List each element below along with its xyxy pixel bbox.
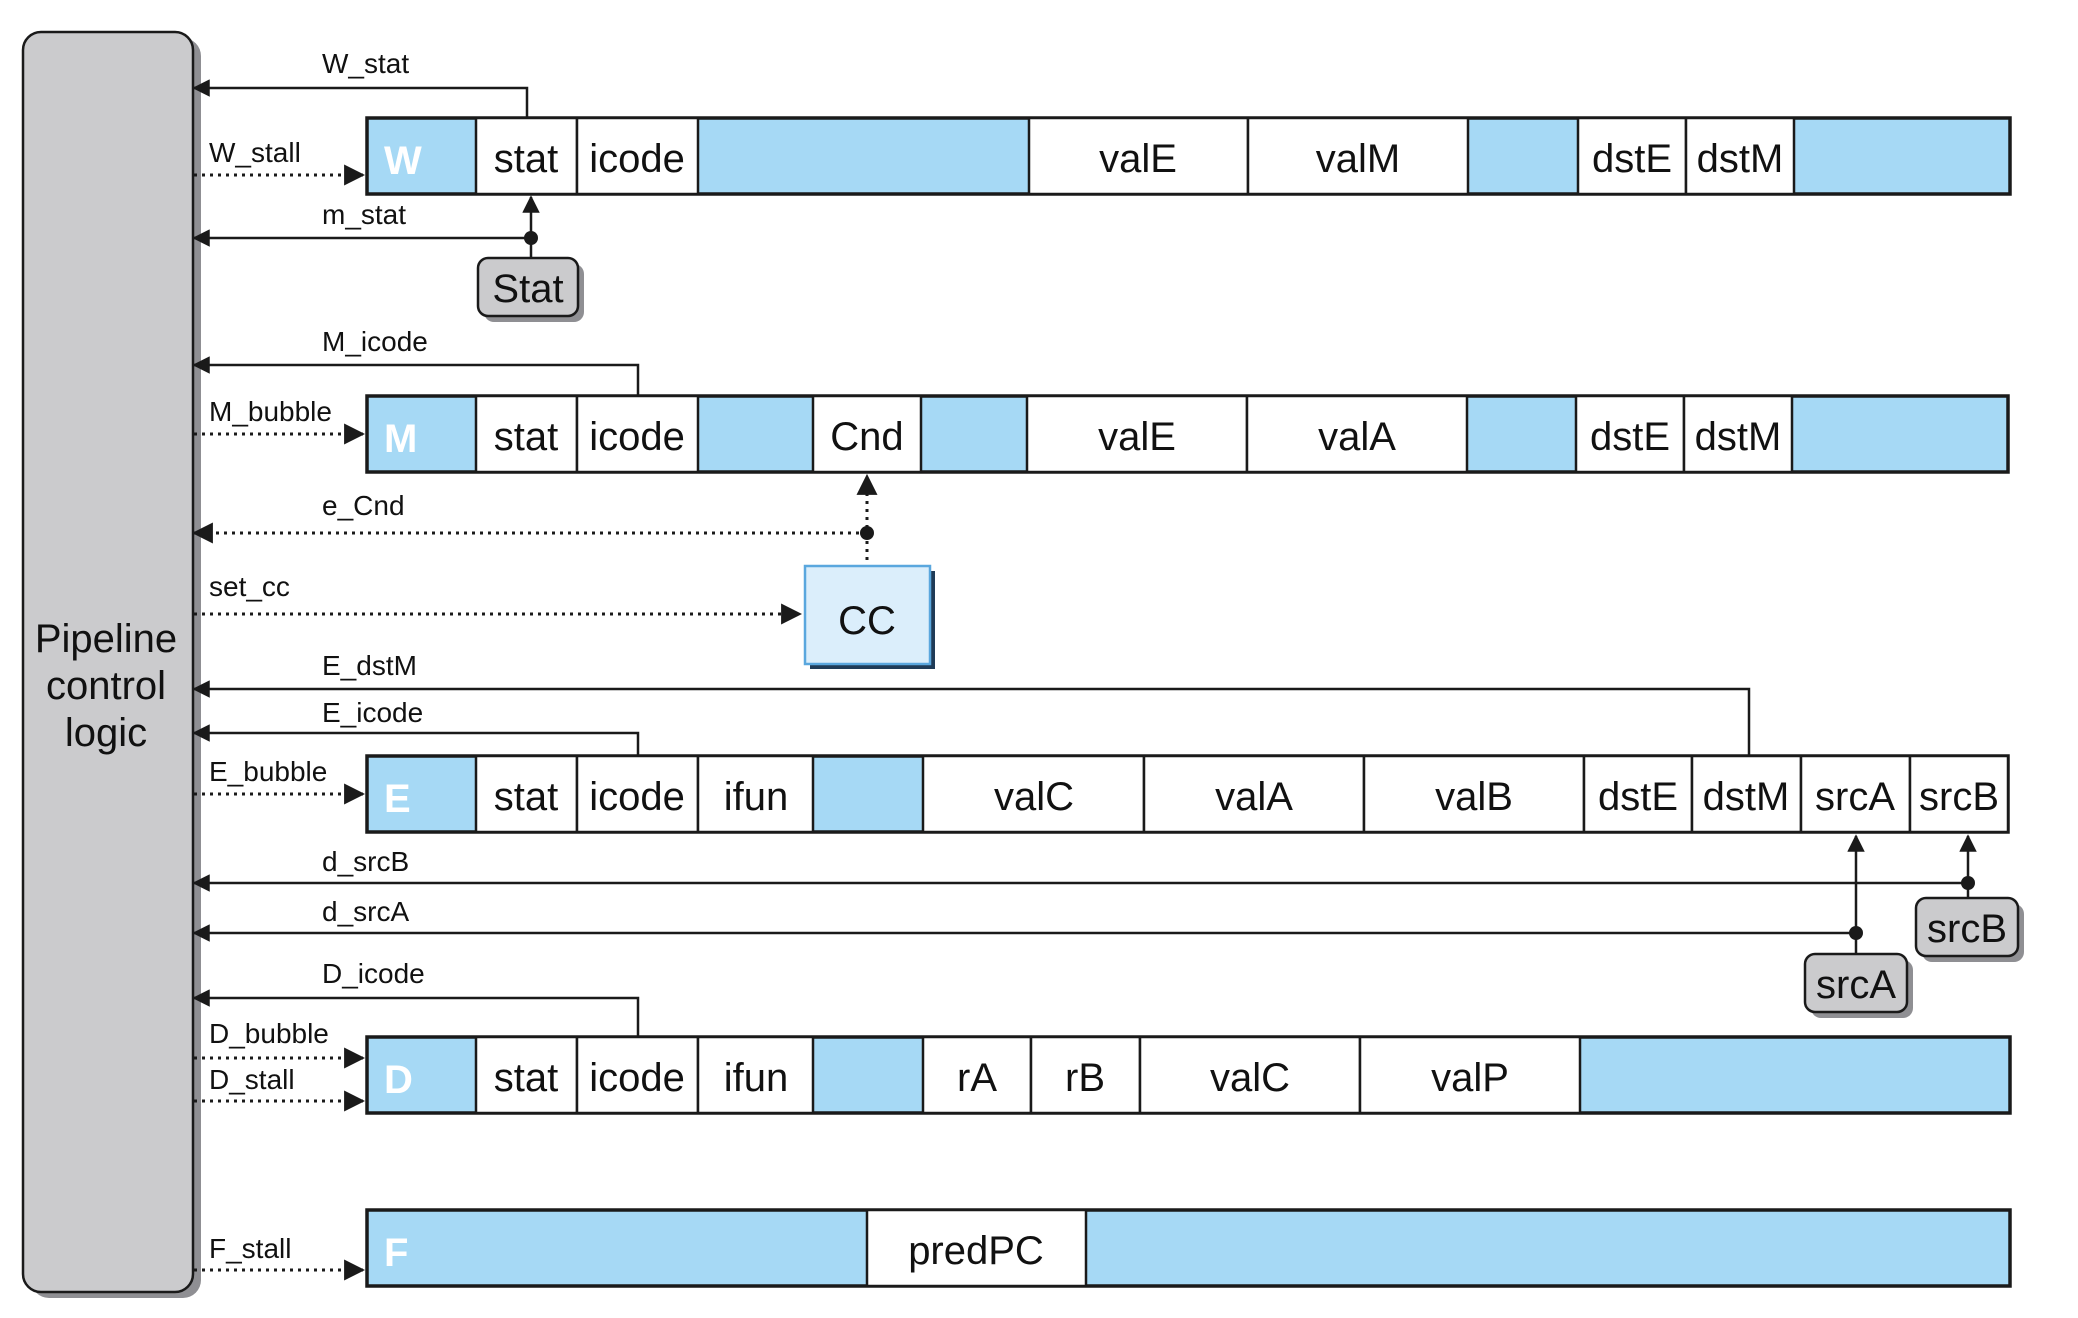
f-predpc: predPC — [908, 1229, 1044, 1273]
d-valp: valP — [1431, 1056, 1509, 1100]
signal-m-stat: m_stat — [322, 199, 406, 230]
signal-m-bubble: M_bubble — [209, 396, 332, 427]
signal-f-stall: F_stall — [209, 1233, 291, 1264]
signal-m-icode: M_icode — [322, 326, 428, 357]
srcb-block-label: srcB — [1927, 907, 2007, 951]
junction-dot — [1961, 876, 1975, 890]
pipeline-control-logic: Pipeline control logic — [21, 30, 201, 1298]
signal-d-stall: D_stall — [209, 1064, 295, 1095]
stage-label-f: F — [384, 1231, 408, 1275]
cc-block-label: CC — [838, 599, 896, 643]
e-dste: dstE — [1598, 775, 1678, 819]
signal-e-cnd: e_Cnd — [322, 490, 405, 521]
m-icode-wire — [192, 356, 640, 396]
w-stat: stat — [494, 137, 558, 181]
d-icode-wire — [192, 989, 640, 1037]
register-d: D stat icode ifun rA rB valC valP — [365, 1035, 2012, 1115]
signal-w-stat: W_stat — [322, 48, 409, 79]
d-stat: stat — [494, 1056, 558, 1100]
e-vala: valA — [1215, 775, 1293, 819]
w-valm: valM — [1316, 137, 1400, 181]
e-dstm: dstM — [1703, 775, 1790, 819]
m-cnd: Cnd — [830, 415, 903, 459]
srca-block: srcA — [1803, 952, 1913, 1018]
m-dste: dstE — [1590, 415, 1670, 459]
e-srcb: srcB — [1919, 775, 1999, 819]
stage-label-w: W — [384, 139, 422, 183]
w-vale: valE — [1099, 137, 1177, 181]
d-ifun: ifun — [724, 1056, 789, 1100]
e-srca: srcA — [1815, 775, 1895, 819]
register-w: W stat icode valE valM dstE dstM — [365, 116, 2012, 196]
e-dstm-wire — [192, 680, 1751, 756]
w-dste: dstE — [1592, 137, 1672, 181]
signal-d-srca: d_srcA — [322, 896, 409, 927]
signal-d-icode: D_icode — [322, 958, 425, 989]
w-dstm: dstM — [1697, 137, 1784, 181]
register-m: M stat icode Cnd valE valA dstE dstM — [365, 394, 2010, 474]
d-rb: rB — [1065, 1056, 1105, 1100]
junction-dot — [860, 526, 874, 540]
m-icode: icode — [589, 415, 685, 459]
register-f: F predPC — [365, 1208, 2012, 1288]
register-e: E stat icode ifun valC valA valB dstE ds… — [365, 754, 2010, 834]
control-logic-line-1: Pipeline — [35, 617, 177, 661]
m-stat: stat — [494, 415, 558, 459]
signal-e-icode: E_icode — [322, 697, 423, 728]
stage-label-e: E — [384, 777, 411, 821]
m-vale: valE — [1098, 415, 1176, 459]
w-stat-wire — [192, 79, 529, 118]
stat-block: Stat — [476, 256, 584, 322]
signal-d-srcb: d_srcB — [322, 846, 409, 877]
control-logic-line-3: logic — [65, 711, 147, 755]
signal-e-bubble: E_bubble — [209, 756, 327, 787]
srcb-block: srcB — [1914, 896, 2024, 962]
d-valc: valC — [1210, 1056, 1290, 1100]
e-ifun: ifun — [724, 775, 789, 819]
stat-block-label: Stat — [492, 267, 563, 311]
control-logic-line-2: control — [46, 664, 166, 708]
e-stat: stat — [494, 775, 558, 819]
stage-label-d: D — [384, 1058, 413, 1102]
m-vala: valA — [1318, 415, 1396, 459]
junction-dot — [1849, 926, 1863, 940]
e-valc: valC — [994, 775, 1074, 819]
srca-block-label: srcA — [1816, 963, 1896, 1007]
junction-dot — [524, 231, 538, 245]
signal-e-dstm: E_dstM — [322, 650, 417, 681]
d-ra: rA — [957, 1056, 997, 1100]
m-dstm: dstM — [1695, 415, 1782, 459]
signal-d-bubble: D_bubble — [209, 1018, 329, 1049]
signal-w-stall: W_stall — [209, 137, 301, 168]
w-icode: icode — [589, 137, 685, 181]
e-valb: valB — [1435, 775, 1513, 819]
stage-label-m: M — [384, 417, 417, 461]
e-icode: icode — [589, 775, 685, 819]
signal-set-cc: set_cc — [209, 571, 290, 602]
d-icode: icode — [589, 1056, 685, 1100]
cc-block: CC — [803, 564, 935, 669]
e-icode-wire — [192, 724, 640, 756]
